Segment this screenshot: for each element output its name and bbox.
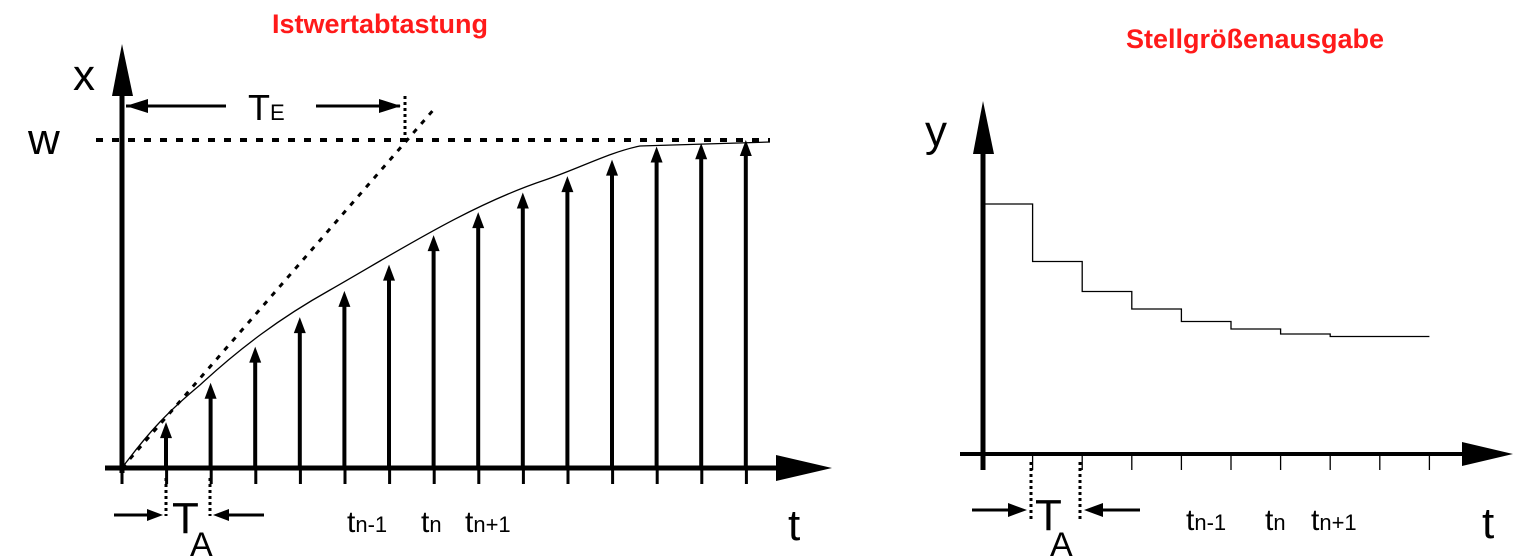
step-response-curve bbox=[121, 141, 771, 469]
right-tick-label-n+1: tn+1 bbox=[1311, 504, 1357, 537]
sample-arrowhead bbox=[472, 212, 485, 229]
left-tick-marks bbox=[120, 468, 748, 484]
left-x-axis-label: t bbox=[788, 501, 800, 550]
left-y-axis-label: x bbox=[73, 51, 95, 100]
right-y-axis-arrowhead bbox=[973, 101, 994, 154]
sample-arrows bbox=[160, 140, 752, 468]
te-label: TE bbox=[248, 87, 285, 128]
te-arrowhead-right bbox=[379, 99, 401, 113]
ta-right-arrowhead-in bbox=[1008, 503, 1027, 517]
right-tick-marks bbox=[982, 454, 1431, 470]
tangent-line bbox=[120, 107, 437, 469]
right-x-axis-arrowhead bbox=[1462, 442, 1513, 466]
left-tick-label-n-1: tn-1 bbox=[347, 506, 387, 539]
ta-right-arrowhead-out bbox=[1084, 503, 1103, 517]
right-x-axis-label: t bbox=[1482, 499, 1494, 548]
right-title: Stellgrößenausgabe bbox=[1126, 24, 1384, 54]
sample-arrowhead bbox=[516, 192, 529, 209]
sample-arrowhead bbox=[383, 264, 395, 281]
te-arrowhead-left bbox=[126, 99, 148, 113]
right-tick-label-n-1: tn-1 bbox=[1186, 504, 1226, 537]
sample-arrowhead bbox=[650, 146, 663, 163]
sample-arrowhead bbox=[293, 317, 306, 334]
sample-arrowhead bbox=[427, 235, 440, 252]
sample-arrowhead bbox=[561, 176, 574, 193]
sample-arrowhead bbox=[695, 143, 708, 160]
left-tick-label-n+1: tn+1 bbox=[465, 506, 511, 539]
setpoint-label: w bbox=[27, 115, 60, 164]
ta-left-arrowhead-out bbox=[213, 509, 229, 521]
left-y-axis-arrowhead bbox=[112, 44, 133, 96]
left-x-axis-arrowhead bbox=[776, 455, 832, 481]
left-panel: Istwertabtastung TE x w t bbox=[27, 9, 832, 556]
left-tick-label-n: tn bbox=[421, 506, 442, 539]
sample-arrowhead bbox=[338, 290, 351, 307]
sample-arrowhead bbox=[204, 382, 217, 399]
right-tick-label-n: tn bbox=[1265, 504, 1286, 537]
sample-arrowhead bbox=[160, 422, 172, 439]
left-title: Istwertabtastung bbox=[272, 9, 488, 39]
sample-arrowhead bbox=[739, 140, 752, 156]
sample-arrowhead bbox=[249, 346, 262, 363]
output-staircase bbox=[983, 203, 1430, 338]
sample-arrowhead bbox=[606, 159, 618, 176]
ta-left-arrowhead-in bbox=[147, 509, 163, 521]
right-y-axis-label: y bbox=[925, 107, 947, 156]
